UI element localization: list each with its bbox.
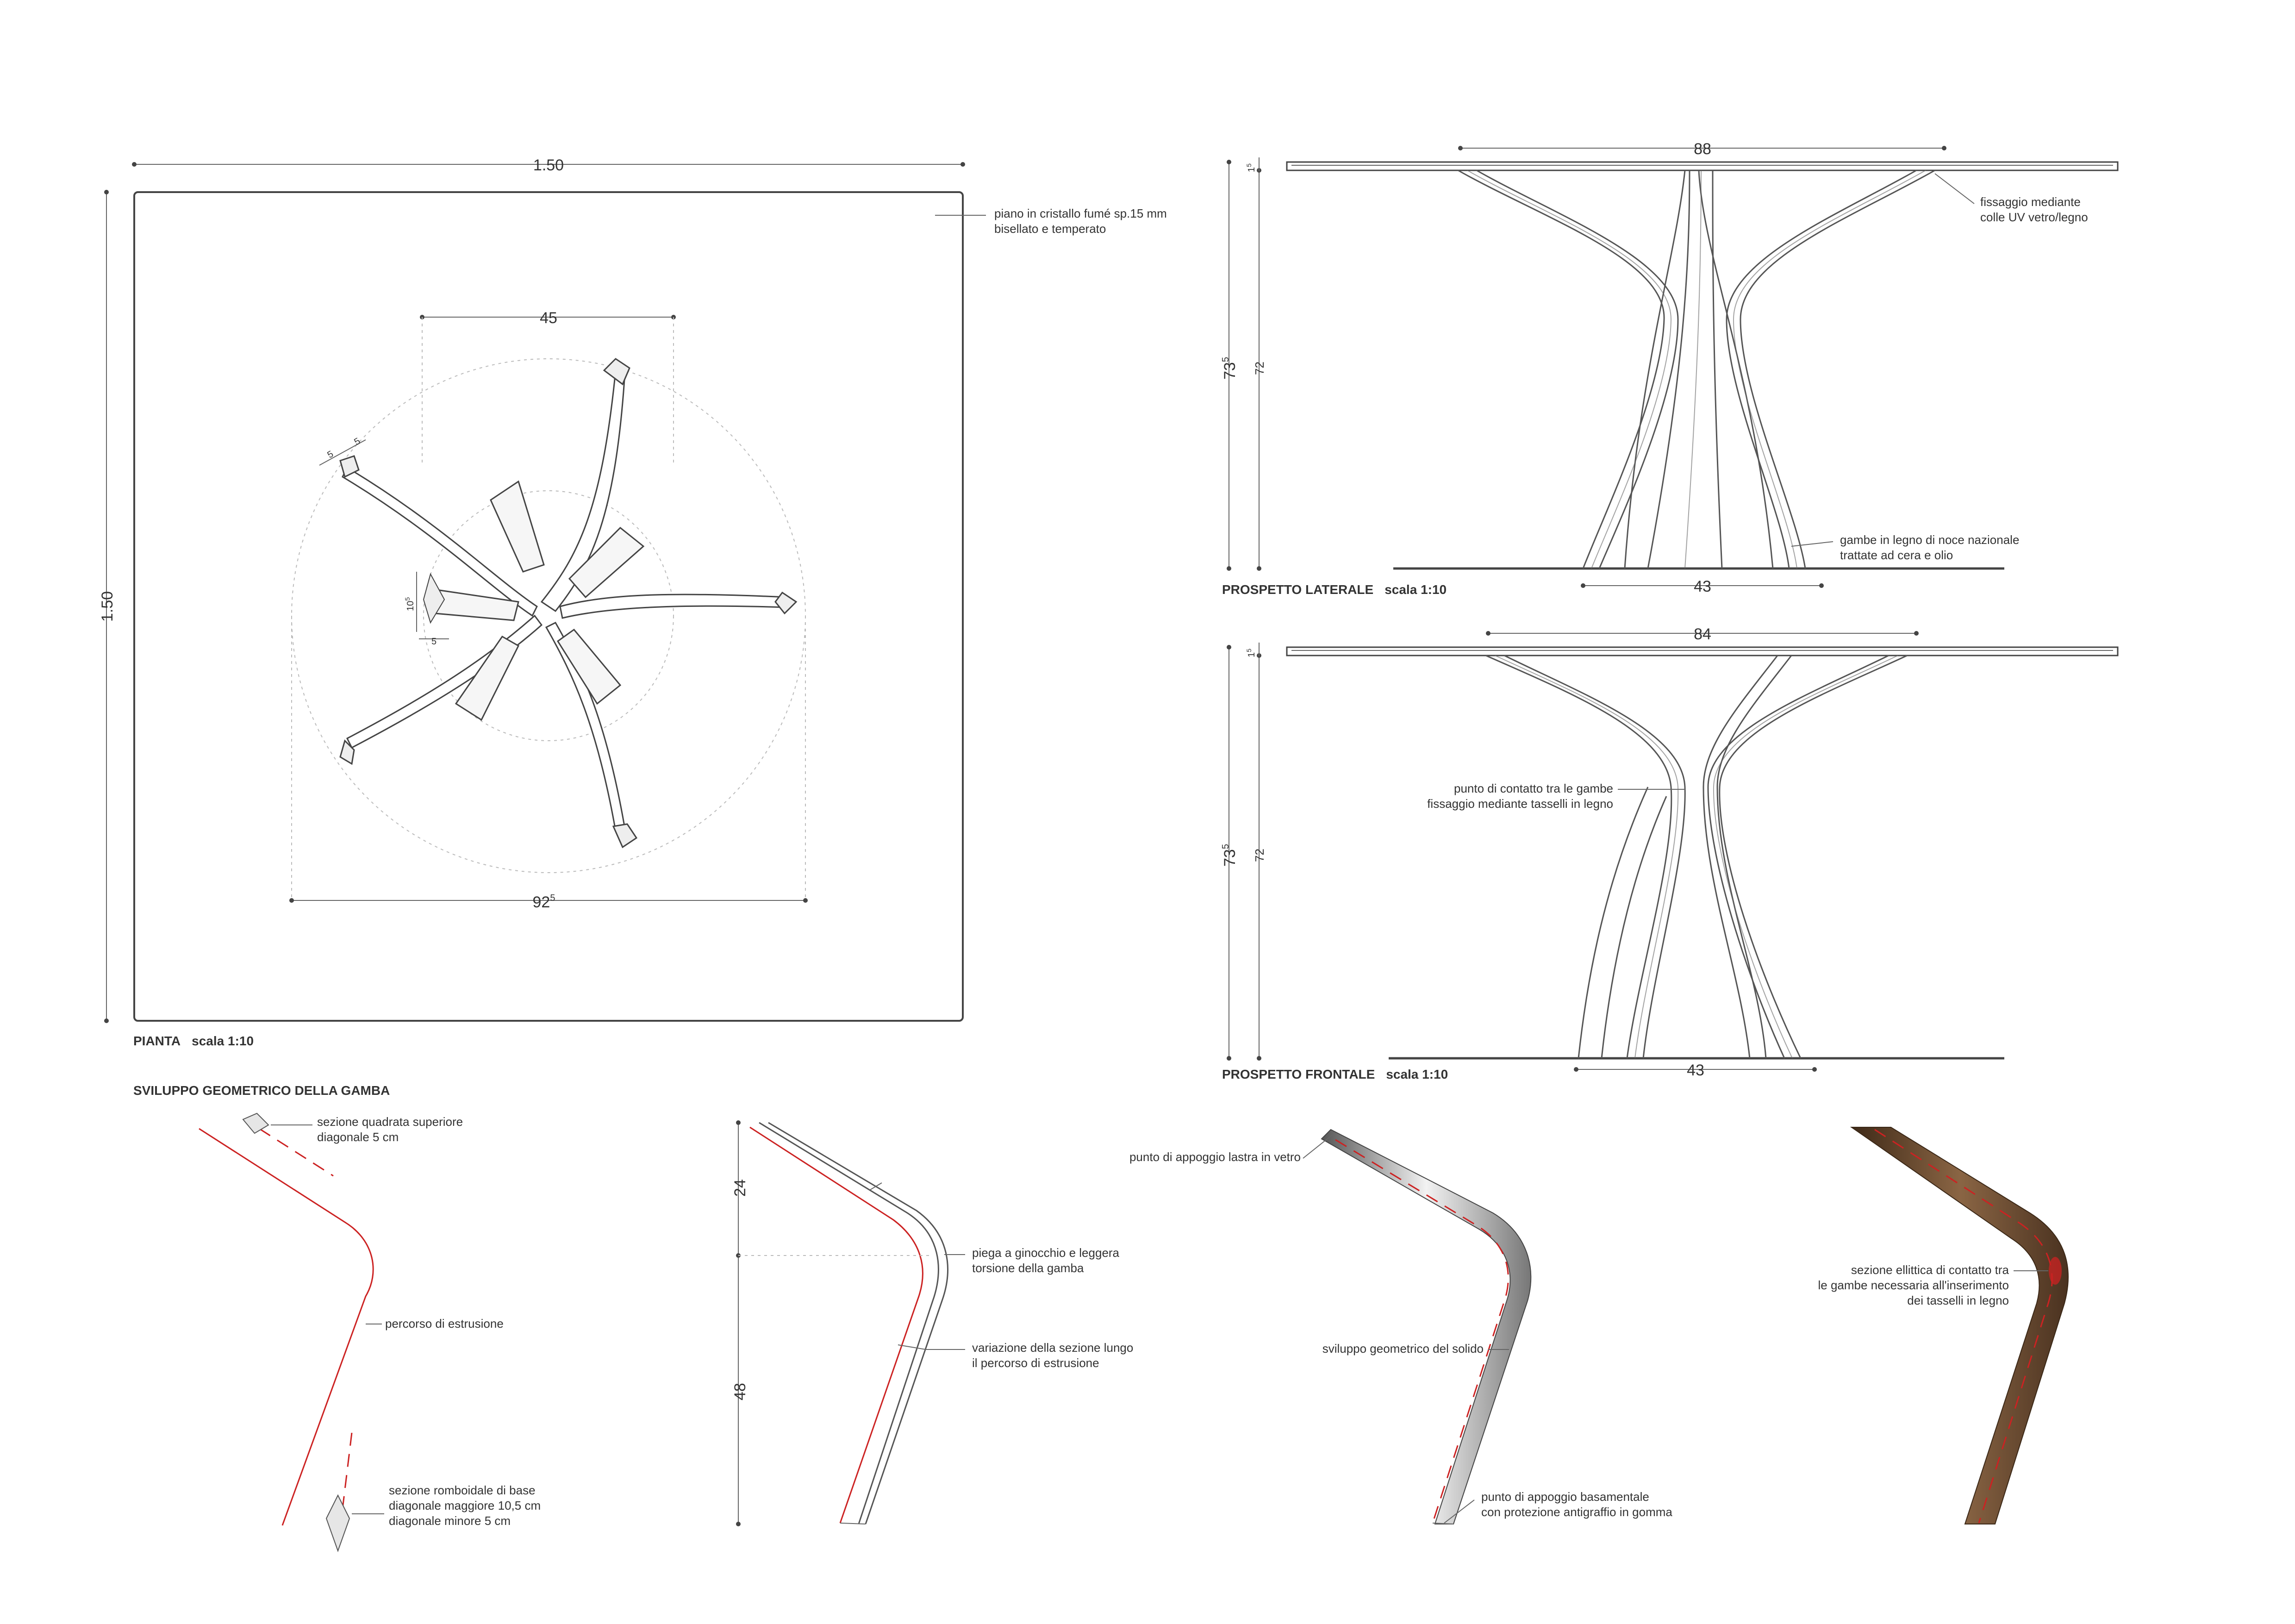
- lateral-glass-dim: 15: [1245, 163, 1257, 172]
- development-step-4: sezione ellittica di contatto tra le gam…: [1818, 1127, 2069, 1524]
- upper-dim-label: 24: [731, 1179, 749, 1197]
- wood-leg: [1850, 1127, 2069, 1524]
- plan-base-dimension: 925: [289, 616, 808, 911]
- solid-leg: [1321, 1129, 1532, 1524]
- top-section-annotation-1: sezione quadrata superiore: [317, 1115, 463, 1129]
- solid-annotation: sviluppo geometrico del solido: [1322, 1342, 1484, 1355]
- plan-height-dimension: 1.50: [99, 190, 116, 1023]
- plan-rhomb-section: [423, 573, 445, 624]
- development-step-2: 24 48 piega a ginocchio e leggera torsio…: [731, 1120, 1133, 1526]
- lateral-glass-top: [1286, 161, 2119, 171]
- glass-top-outline: [133, 191, 964, 1022]
- base-section-annotation-3: diagonale minore 5 cm: [389, 1514, 511, 1528]
- plan-lower-leg-1: [490, 480, 545, 573]
- plan-leg-4: [346, 614, 543, 749]
- glass-support-annotation: punto di appoggio lastra in vetro: [1129, 1150, 1301, 1164]
- development-step-3: punto di appoggio lastra in vetro svilup…: [1129, 1129, 1672, 1524]
- elliptic-annotation-1: sezione ellittica di contatto tra: [1851, 1263, 2009, 1277]
- variation-annotation-1: variazione della sezione lungo: [972, 1341, 1133, 1355]
- lateral-leg-dim: 72: [1253, 362, 1266, 375]
- knee-annotation-1: piega a ginocchio e leggera: [972, 1246, 1120, 1260]
- development-title: SVILUPPO GEOMETRICO DELLA GAMBA: [133, 1083, 390, 1098]
- frontal-elevation: 84 43 735 72 15 punto di contatto tra le…: [1221, 625, 2119, 1081]
- top-square-section: [242, 1112, 269, 1134]
- elliptic-contact-section: [2049, 1257, 2062, 1285]
- lateral-bottom-dim: 43: [1694, 578, 1711, 595]
- plan-lower-leg-4: [455, 636, 519, 721]
- plan-inner-guide-circle: [423, 490, 674, 741]
- lateral-legs: [1458, 169, 1935, 569]
- lateral-total-dim: 735: [1221, 357, 1239, 380]
- plan-width-dimension: 1.50: [132, 156, 965, 174]
- base-support-annotation-2: con protezione antigraffio in gomma: [1481, 1505, 1672, 1519]
- plan-lower-leg-2: [568, 526, 645, 599]
- frontal-bottom-dim: 43: [1687, 1062, 1704, 1079]
- lateral-elevation: 88 43 735 72 15 fissaggio mediante colle…: [1221, 140, 2119, 597]
- lateral-top-dim: 88: [1694, 140, 1711, 158]
- plan-lower-leg-3: [556, 628, 622, 705]
- elliptic-annotation-3: dei tasselli in legno: [1907, 1293, 2009, 1307]
- lower-dim-label: 48: [731, 1383, 749, 1400]
- variation-annotation-2: il percorso di estrusione: [972, 1356, 1099, 1370]
- frontal-glass-top: [1286, 646, 2119, 656]
- plan-glass-annotation-1: piano in cristallo fumé sp.15 mm: [994, 206, 1167, 220]
- lateral-legs-annotation-2: trattate ad cera e olio: [1840, 548, 1953, 562]
- elliptic-annotation-2: le gambe necessaria all'inserimento: [1818, 1278, 2009, 1292]
- plan-rhomb-w-label: 5: [431, 637, 437, 647]
- frontal-contact-annotation-1: punto di contatto tra le gambe: [1454, 781, 1613, 795]
- plan-small-dim-b: 5: [353, 436, 362, 448]
- plan-inner-label: 45: [540, 309, 557, 327]
- plan-rhomb-h-label: 105: [404, 597, 416, 611]
- base-section-annotation-2: diagonale maggiore 10,5 cm: [389, 1499, 541, 1512]
- plan-glass-annotation-2: bisellato e temperato: [994, 222, 1106, 236]
- knee-annotation-2: torsione della gamba: [972, 1261, 1084, 1275]
- frontal-top-dim: 84: [1694, 625, 1711, 643]
- extrusion-path: [199, 1128, 374, 1526]
- plan-height-label: 1.50: [99, 591, 116, 622]
- top-section-annotation-2: diagonale 5 cm: [317, 1130, 399, 1144]
- lateral-fix-annotation-1: fissaggio mediante: [1980, 195, 2081, 209]
- frontal-total-dim: 735: [1221, 844, 1239, 867]
- frontal-contact-annotation-2: fissaggio mediante tasselli in legno: [1427, 797, 1613, 811]
- plan-inner-dimension: 45: [420, 309, 676, 463]
- base-section-annotation-1: sezione romboidale di base: [389, 1483, 536, 1497]
- base-rhombus-section: [325, 1494, 350, 1552]
- plan-legs: [339, 358, 798, 849]
- lateral-fix-annotation-2: colle UV vetro/legno: [1980, 210, 2088, 224]
- frontal-legs: [1485, 655, 1908, 1059]
- plan-view: 1.50 1.50 piano in cristallo fumé sp.15 …: [99, 156, 1167, 1048]
- extrusion-path-annotation: percorso di estrusione: [385, 1317, 504, 1330]
- plan-width-label: 1.50: [533, 156, 564, 174]
- base-support-annotation-1: punto di appoggio basamentale: [1481, 1490, 1649, 1504]
- development-step-1: sezione quadrata superiore diagonale 5 c…: [199, 1112, 541, 1552]
- plan-outer-guide-circle: [291, 358, 806, 873]
- plan-leg-2: [559, 593, 788, 619]
- frontal-glass-dim: 15: [1245, 649, 1257, 657]
- frontal-leg-dim: 72: [1253, 849, 1266, 862]
- plan-leg-5: [342, 466, 538, 617]
- plan-small-dim-a: 5: [326, 449, 336, 461]
- plan-base-label: 925: [533, 893, 555, 911]
- lateral-legs-annotation-1: gambe in legno di noce nazionale: [1840, 533, 2019, 547]
- leg-development: SVILUPPO GEOMETRICO DELLA GAMBA sezione …: [133, 1083, 2069, 1552]
